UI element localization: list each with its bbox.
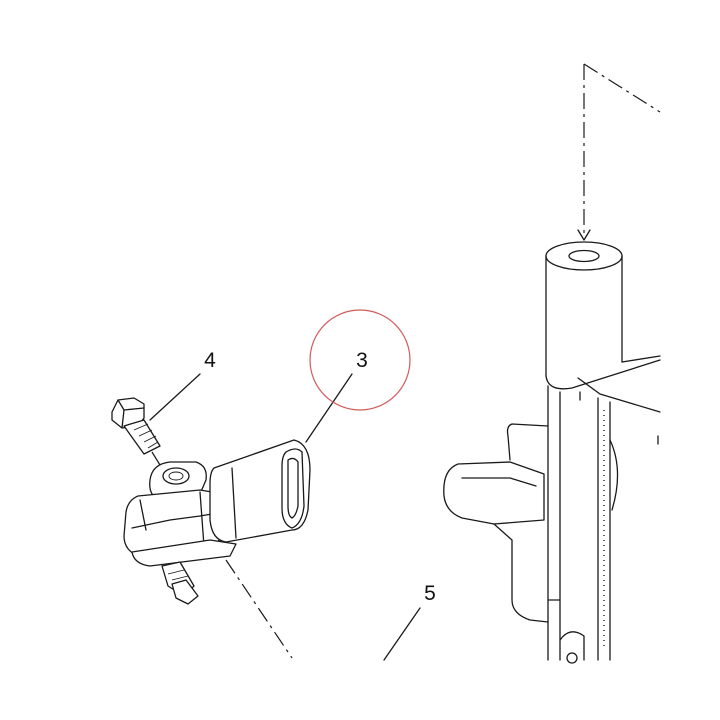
leader-4 xyxy=(149,373,201,421)
connector-socket xyxy=(287,457,299,519)
sensor-axis-line xyxy=(225,559,293,659)
bolt-thread xyxy=(133,423,159,449)
connector-opening xyxy=(281,448,305,529)
leader-3 xyxy=(305,373,353,443)
nozzle-rings xyxy=(167,569,189,581)
bottom-fitting xyxy=(559,631,585,661)
callout-4: 4 xyxy=(204,349,216,372)
flange-lower xyxy=(577,377,661,413)
flange-upper xyxy=(545,359,661,390)
callout-3: 3 xyxy=(356,349,368,372)
block-lower xyxy=(493,523,549,623)
sensor-mount-hole-inner xyxy=(168,471,184,481)
connector-seam xyxy=(231,467,237,539)
post-hole xyxy=(568,249,600,263)
callout-5: 5 xyxy=(424,582,436,605)
center-line-arrow xyxy=(577,229,591,241)
flange-top xyxy=(621,355,661,363)
sensor-part xyxy=(123,439,311,659)
bottom-hole xyxy=(566,652,578,664)
post-top xyxy=(545,241,623,271)
sensor-body-edge xyxy=(139,499,147,531)
mounting-bracket xyxy=(443,63,661,664)
sensor-base xyxy=(131,539,237,567)
side-boss xyxy=(443,461,545,525)
leader-5 xyxy=(383,607,421,661)
side-boss-ridge xyxy=(461,477,537,487)
leader-line-top xyxy=(583,63,661,113)
bolt-shank xyxy=(123,419,161,455)
sensor-body-face xyxy=(199,491,205,547)
sensor-nozzle-tip xyxy=(171,579,199,605)
rail-side-lobe xyxy=(609,439,619,511)
block-top xyxy=(506,423,549,461)
callout-highlight-ring xyxy=(309,309,411,411)
bolt-head xyxy=(111,397,145,429)
sensor-mount-hole xyxy=(162,467,190,485)
bolt-head-facet-2 xyxy=(121,409,125,429)
